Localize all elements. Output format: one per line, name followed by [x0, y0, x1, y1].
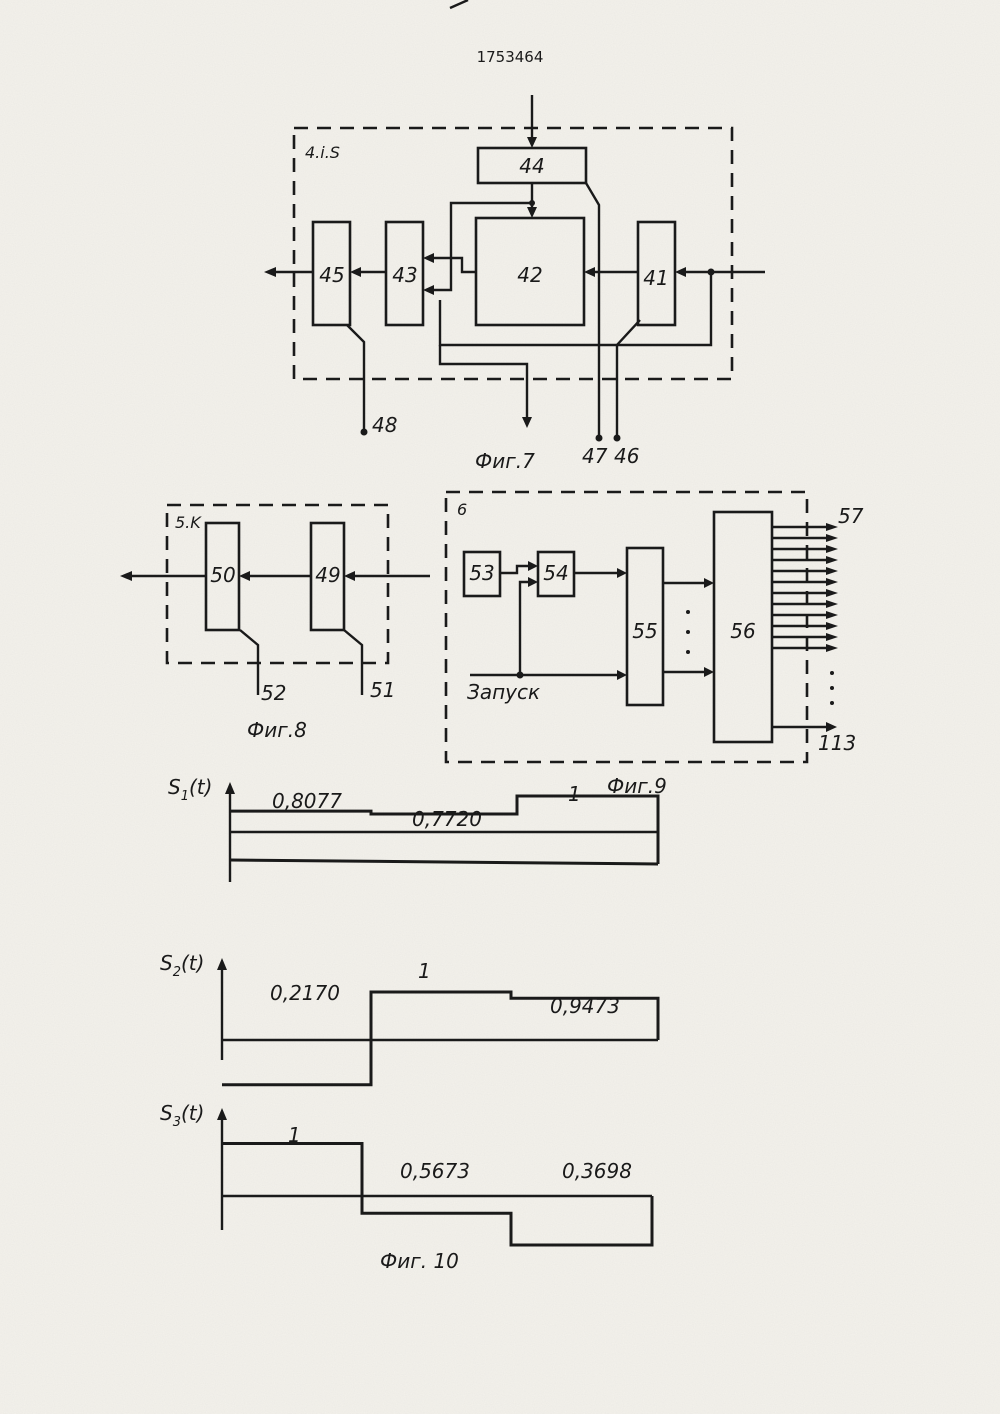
segment-value-label: 1 [418, 959, 431, 983]
terminal-51-label: 51 [370, 678, 395, 702]
segment-value-label: 1 [288, 1123, 301, 1147]
fig8-box-label: 5.K [175, 513, 202, 532]
block-56-label: 56 [730, 619, 755, 643]
fig10-caption: Фиг. 10 [380, 1249, 459, 1273]
segment-value-label: 0,2170 [270, 981, 340, 1005]
terminal-46-label: 46 [614, 444, 639, 468]
output-57-label: 57 [838, 504, 864, 528]
block-41-label: 41 [643, 266, 668, 290]
start-label: Запуск [467, 680, 540, 704]
fig7-box-label: 4.i.S [305, 143, 340, 162]
block-50-label: 50 [210, 563, 235, 587]
block-49-label: 49 [315, 563, 340, 587]
block-45-label: 45 [319, 263, 344, 287]
terminal-48-label: 48 [372, 413, 397, 437]
segment-value-label: 0,3698 [562, 1159, 632, 1183]
block-53-label: 53 [469, 561, 494, 585]
terminal-47-label: 47 [582, 444, 608, 468]
segment-value-label: 0,8077 [272, 789, 342, 813]
fig8-caption: Фиг.8 [247, 718, 307, 742]
block-55-label: 55 [632, 619, 657, 643]
segment-value-label: 0,7720 [412, 807, 482, 831]
segment-value-label: 1 [568, 782, 581, 806]
document-number: 1753464 [477, 48, 544, 66]
block-44-label: 44 [519, 154, 544, 178]
fig7-caption: Фиг.7 [475, 449, 535, 473]
fig9-box-label: 6 [457, 500, 467, 519]
output-113-label: 113 [818, 731, 856, 755]
terminal-52-label: 52 [261, 681, 286, 705]
block-43-label: 43 [392, 263, 417, 287]
block-42-label: 42 [517, 263, 542, 287]
segment-value-label: 0,5673 [400, 1159, 470, 1183]
block-54-label: 54 [543, 561, 568, 585]
segment-value-label: 0,9473 [550, 994, 620, 1018]
fig9-caption: Фиг.9 [607, 774, 667, 798]
